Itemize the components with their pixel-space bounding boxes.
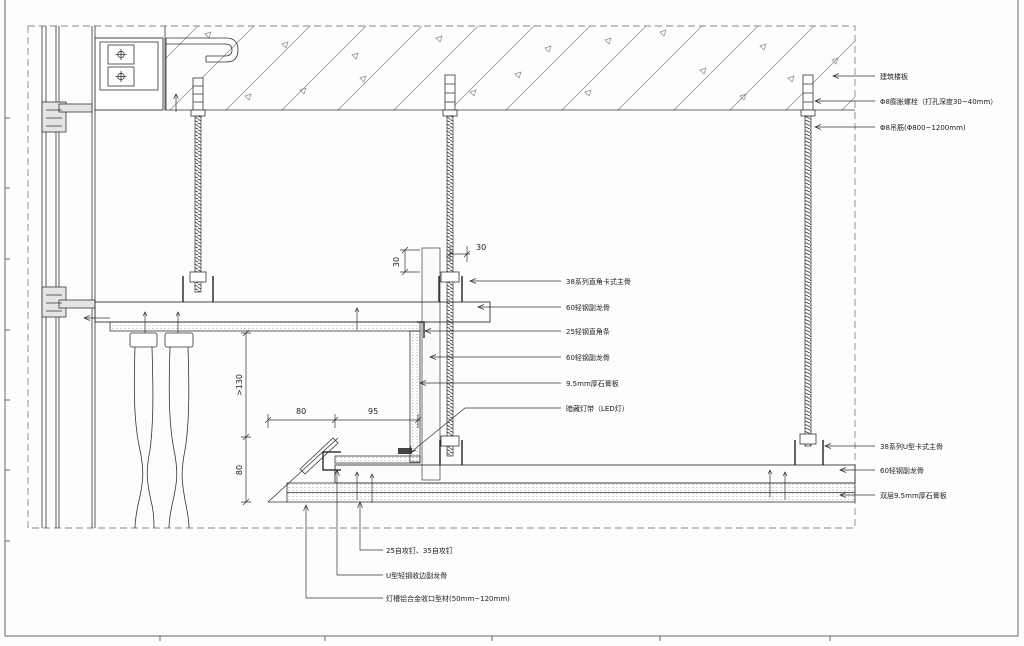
threaded-rod xyxy=(804,115,812,447)
perimeter-board xyxy=(421,247,441,481)
label-main-keel-right-angle: 38系列直角卡式主骨 xyxy=(566,277,631,286)
curtain-track-left xyxy=(129,332,158,348)
expansion-bolt xyxy=(802,74,814,111)
transom-upper xyxy=(58,103,93,113)
concrete-slab xyxy=(164,26,855,111)
label-secondary-keel-2: 60轻钢副龙骨 xyxy=(566,353,610,362)
hanger-rod-3 xyxy=(794,74,824,465)
label-gypsum-board: 9.5mm厚石膏板 xyxy=(566,379,619,388)
aluminum-closing-profile xyxy=(267,437,339,503)
vertical-gypsum-board xyxy=(409,330,421,463)
lower-ceiling xyxy=(286,464,856,503)
edge-u-keel xyxy=(322,451,341,471)
label-anchor-bolt: Φ8膨胀螺栓（打孔深度30~40mm） xyxy=(880,97,997,106)
rod-nut xyxy=(440,435,460,447)
label-aluminum-profile: 灯槽铝合金收口型材(50mm~120mm) xyxy=(386,594,510,603)
label-hanger-rod: Φ8吊筋(Φ800~1200mm) xyxy=(880,123,966,132)
dimension-lines xyxy=(241,246,471,506)
main-keel-channel xyxy=(182,276,214,302)
dim-trough-width-2: 95 xyxy=(368,407,378,416)
wall-bracket xyxy=(94,26,239,112)
label-double-gypsum: 双层9.5mm厚石膏板 xyxy=(880,491,947,500)
lower-secondary-keel xyxy=(334,464,856,484)
trough-ledge-board xyxy=(334,455,421,464)
expansion-bolt xyxy=(444,74,456,111)
main-keel-channel xyxy=(439,440,463,465)
rod-nut xyxy=(799,433,817,445)
label-secondary-keel-1: 60轻钢副龙骨 xyxy=(566,303,610,312)
label-led-strip: 暗藏灯带（LED灯） xyxy=(566,404,629,413)
dim-top-offset: 30 xyxy=(476,243,486,252)
dim-top-height: 30 xyxy=(392,257,401,267)
main-keel-channel xyxy=(438,276,463,302)
keel-end-arrow xyxy=(83,315,110,321)
curtain-wall-frame xyxy=(41,26,110,528)
wall-anchor xyxy=(173,93,179,112)
led-strip xyxy=(398,448,412,454)
screws xyxy=(142,307,788,503)
hanger-rod-1 xyxy=(182,77,214,302)
label-edge-keel: U型轻钢收边副龙骨 xyxy=(386,571,447,580)
dim-cover-height: 80 xyxy=(235,465,244,475)
label-slab: 建筑楼板 xyxy=(880,72,908,81)
hanger-rod-2 xyxy=(438,74,463,465)
threaded-rod xyxy=(446,115,454,457)
sheet-border xyxy=(4,0,1019,641)
light-trough xyxy=(267,437,421,503)
angle-strip xyxy=(417,321,425,338)
label-main-keel-u: 38系列U型卡式主骨 xyxy=(880,442,943,451)
threaded-rod xyxy=(194,115,202,293)
label-secondary-keel-3: 60轻钢副龙骨 xyxy=(880,466,924,475)
rod-nut xyxy=(440,271,460,283)
upper-ceiling xyxy=(94,301,491,463)
upper-gypsum-board xyxy=(109,321,421,332)
label-angle-strip: 25轻钢直角条 xyxy=(566,327,610,336)
transom-lower xyxy=(58,299,96,309)
curtain xyxy=(129,332,194,529)
leader-lines xyxy=(303,73,875,599)
dim-trough-depth: >130 xyxy=(235,374,244,396)
rod-nut xyxy=(189,271,207,283)
u-keel-channel xyxy=(794,440,824,465)
anchor-hook xyxy=(165,37,239,110)
curtain-track-right xyxy=(164,332,194,348)
label-screws: 25自攻钉、35自攻钉 xyxy=(386,546,453,555)
dim-trough-width-1: 80 xyxy=(296,407,306,416)
